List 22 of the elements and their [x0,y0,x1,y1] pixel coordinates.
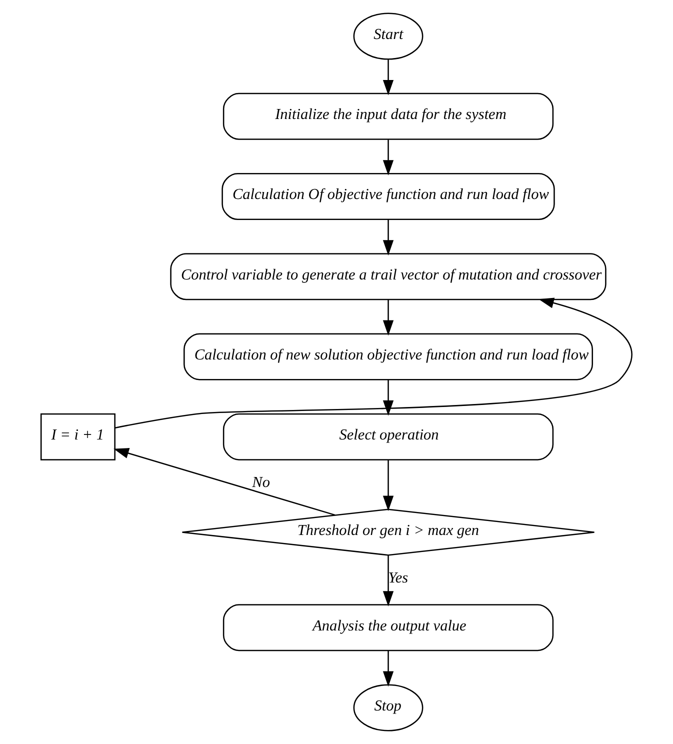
node-box: Calculation Of objective function and run load flow [222,172,555,220]
node-box: Analysis the output value [222,604,554,652]
arrow [382,460,394,512]
node-diamond: Threshold or gen i > max gen [182,508,595,556]
edge-label: Yes [388,570,408,587]
arrow [114,448,336,516]
arrow [382,140,394,176]
node-box: Select operation [222,413,554,460]
arrow [382,300,394,336]
arrow [382,220,394,256]
arrow [114,298,632,428]
node-ellipse: Stop [353,684,424,732]
node-box: Calculation of new solution objective function and run load flow [184,333,593,380]
node-box: Initialize the input data for the system [222,92,554,140]
node-box: Control variable to generate a trail vector of mutation and crossover [170,253,606,300]
edge-label: No [252,474,270,492]
node-ellipse: Start [353,12,424,60]
arrow [382,380,394,416]
node-box: I = i + 1 [40,413,116,460]
arrow [382,60,394,96]
arrow [382,556,394,606]
arrow [382,650,394,687]
